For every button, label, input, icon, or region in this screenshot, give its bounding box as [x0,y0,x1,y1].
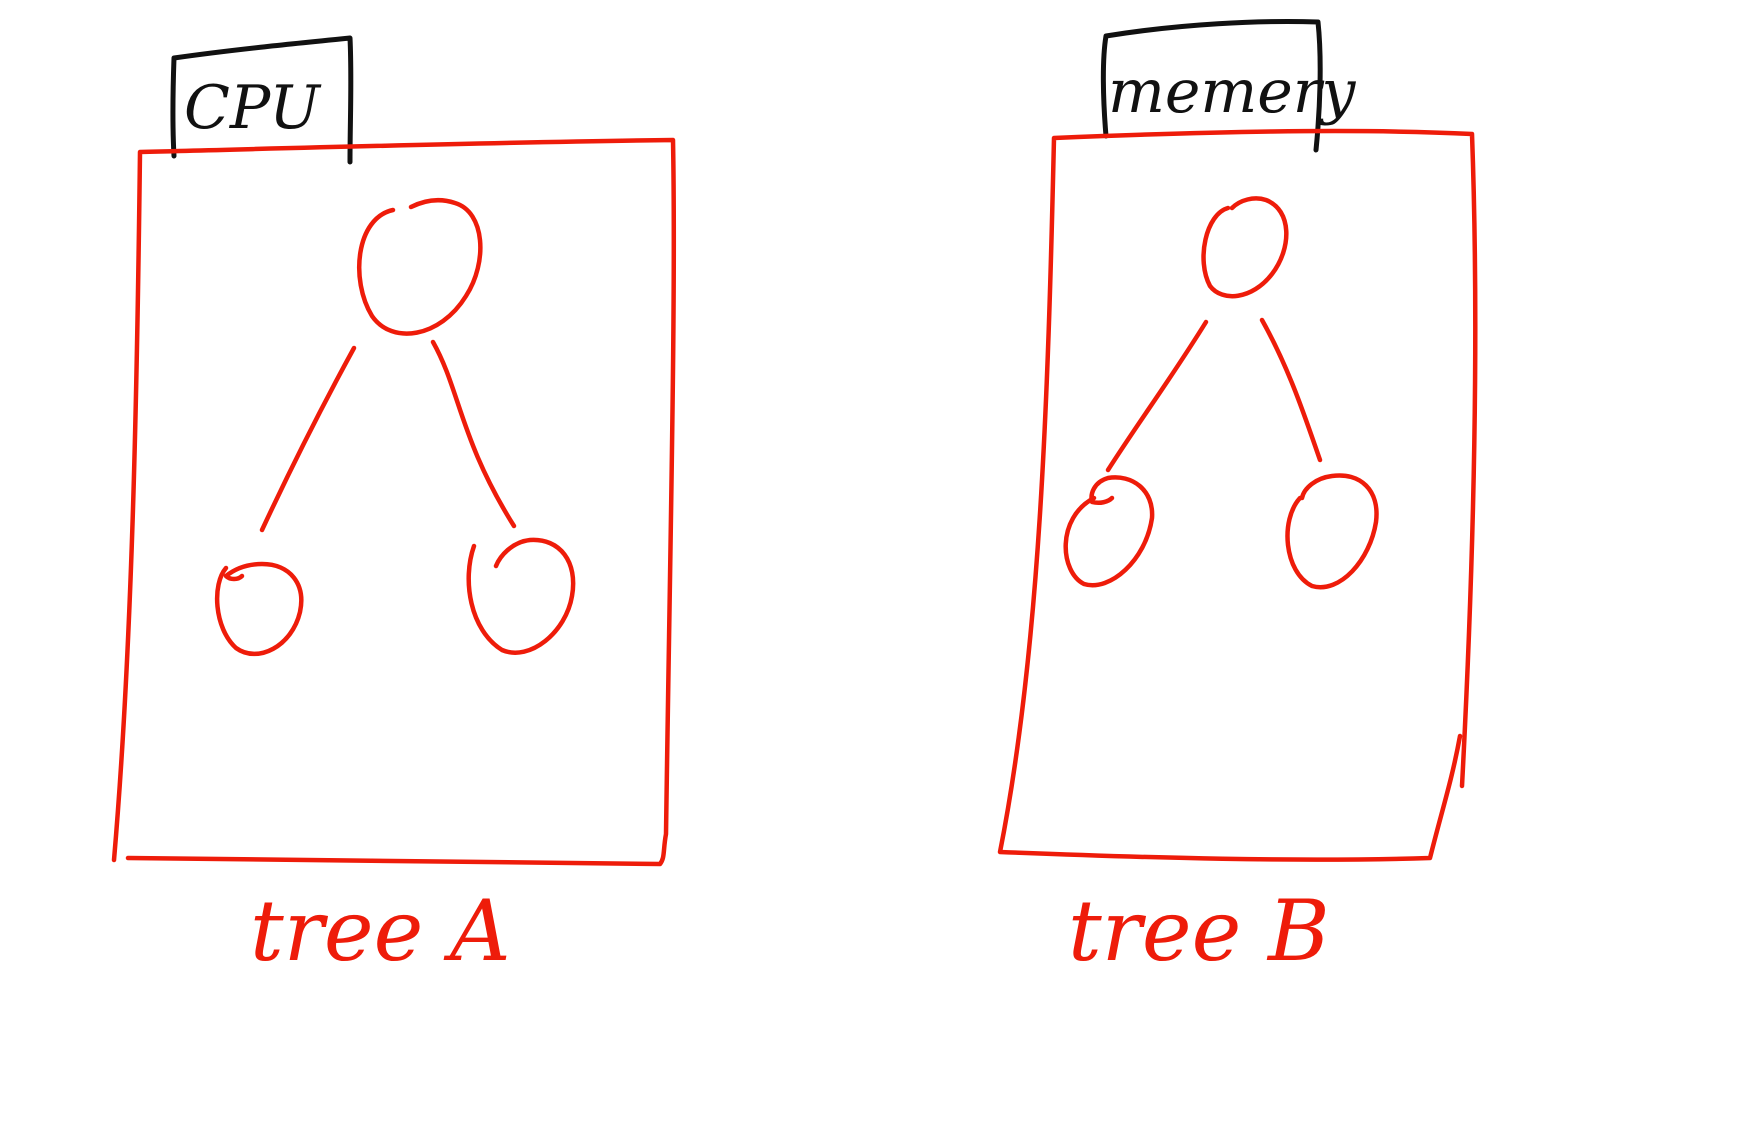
tree-a-left-edge [259,345,357,533]
tree-a-right-child-node [466,537,576,655]
tree-b-root-node [1201,196,1289,299]
tree-a-tag-label: CPU [184,73,322,143]
tree-a-caption: tree A [250,882,511,980]
tree-a-left-child-node [214,561,304,657]
tree-b-tag-label: memery [1108,57,1356,127]
tree-a-root-node [357,197,483,336]
tree-a-container-box [111,137,677,867]
tree-b-left-edge [1105,319,1209,473]
tree-a-right-edge [430,339,517,529]
tree-b-container-box [997,128,1478,862]
tree-a-group: CPU tree A [111,35,677,980]
tree-b-right-edge [1259,317,1323,463]
tree-b-caption: tree B [1068,882,1330,980]
tree-a-tag-box [170,35,354,165]
tree-b-right-child-node [1285,473,1379,590]
tree-b-group: memery tree B [997,19,1478,980]
tree-b-left-child-node [1063,475,1155,588]
tree-b-tag-box [1100,19,1323,153]
